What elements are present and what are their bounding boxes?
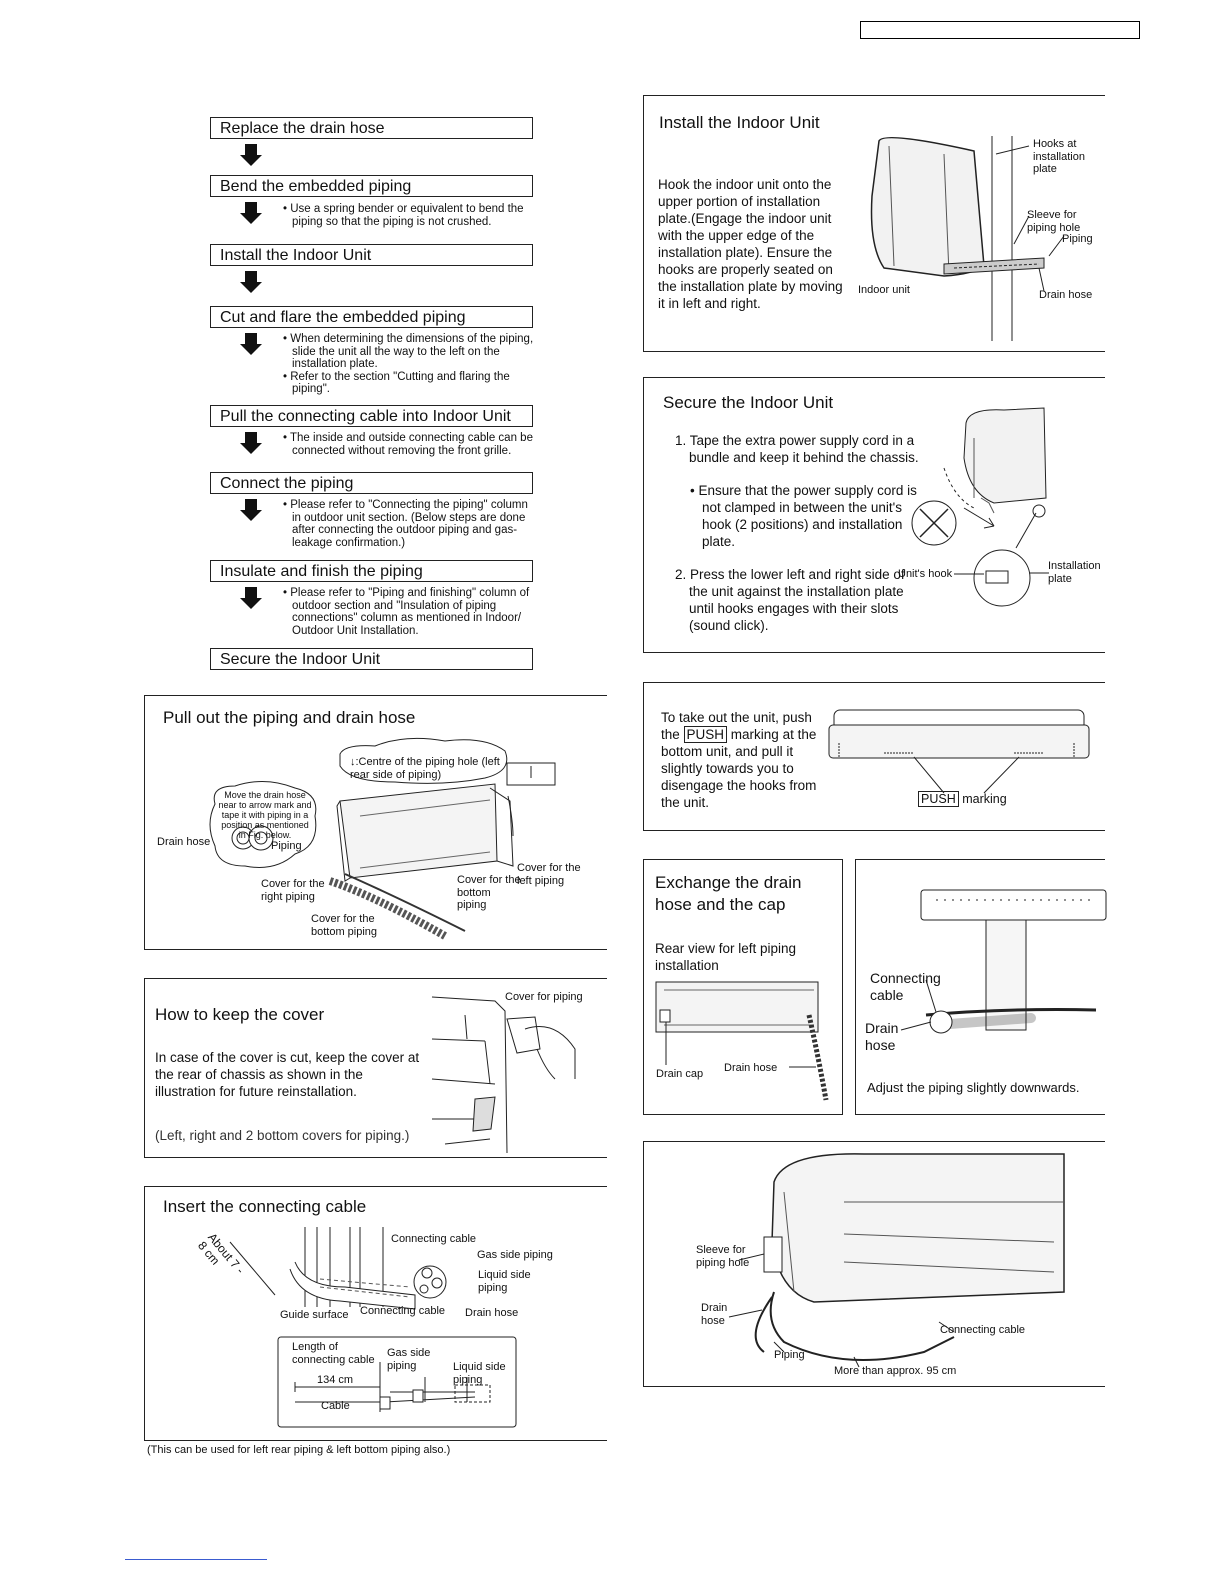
label-piping: Piping [774,1349,805,1361]
label-connecting-cable-top: Connecting cable [391,1233,477,1245]
label-move-hose: Move the drain hose near to arrow mark a… [218,790,312,840]
label-installation-plate: Installation plate [1048,560,1101,585]
label-drain-hose: Drain hose [465,1307,519,1319]
label-drain-cap: Drain cap [656,1068,704,1080]
label-unit-hook: Unit's hook [898,568,953,580]
indoor-unit-side-illustration [870,136,1065,341]
keep-cover-note: (Left, right and 2 bottom covers for pip… [155,1128,410,1143]
flow-step-connect: Connect the piping [210,472,533,494]
flow-step-bend: Bend the embedded piping [210,175,533,197]
panel-title: How to keep the cover [155,1005,325,1024]
label-gas-side-2: Gas side piping [387,1347,431,1372]
label-drain-hose: Drain hose [157,836,211,848]
panel-title: Install the Indoor Unit [659,113,820,132]
note-insulate: • Please refer to "Piping and finishing"… [283,587,530,637]
label-hooks: Hooks at installation plate [1033,138,1085,175]
panel-install: Install the Indoor Unit Hook the indoor … [643,95,1105,352]
down-arrow-icon [240,587,262,609]
note-connect: • Please refer to "Connecting the piping… [283,499,528,549]
label-more-than: More than approx. 95 cm [834,1365,957,1377]
unit-rear-illustration [209,737,556,940]
unit-bottom-illustration [828,709,1090,794]
label-cover-right: Cover for the right piping [261,878,325,903]
flow-step-pull: Pull the connecting cable into Indoor Un… [210,405,533,427]
secure-item-2: 2. Press the lower left and right side o… [675,567,905,633]
adjust-text: Adjust the piping slightly downwards. [867,1080,1080,1095]
down-arrow-icon [240,499,262,521]
panel-title: Secure the Indoor Unit [663,393,834,412]
label-cover-left: Cover for the left piping [517,862,581,887]
panel-final: Sleeve for piping hole Drain hose Piping… [643,1141,1105,1387]
cable-insert-illustration [229,1227,517,1428]
header-box [860,21,1140,39]
panel-title: Exchange the drain hose and the cap [655,873,802,914]
label-cover-piping: Cover for piping [505,991,583,1003]
exchange-subtitle: Rear view for left piping installation [655,941,797,973]
label-liquid-side: Liquid side piping [478,1269,531,1294]
panel-exchange: Exchange the drain hose and the cap Rear… [643,859,843,1115]
label-cover-bottom-2: Cover for the bottom piping [457,874,521,911]
install-text: Hook the indoor unit onto the upper port… [658,177,843,311]
down-arrow-icon [240,271,262,293]
label-sleeve: Sleeve for piping hole [696,1244,750,1269]
panel-pull-out: Pull out the piping and drain hose ↓:Cen… [144,695,607,950]
takeout-text: To take out the unit, push the PUSH mark… [661,710,817,810]
note-bend: • Use a spring bender or equivalent to b… [283,203,524,228]
final-installation-illustration [728,1153,1065,1368]
note-pull: • The inside and outside connecting cabl… [283,432,533,457]
label-connecting-cable: Connecting cable [870,970,941,1003]
label-gas-side: Gas side piping [477,1249,553,1261]
label-connecting-cable-bottom: Connecting cable [360,1305,446,1317]
bottom-link-line [125,1559,267,1560]
flow-step-cut: Cut and flare the embedded piping [210,306,533,328]
label-drain-hose: Drain hose [1039,289,1093,301]
label-drain-hose: Drain hose [865,1020,899,1053]
label-cable: Cable [321,1400,350,1412]
note-cut: • When determining the dimensions of the… [283,333,534,395]
label-cover-bottom-1: Cover for the bottom piping [311,913,378,938]
label-drain-hose: Drain hose [701,1302,728,1327]
label-sleeve: Sleeve for piping hole [1027,209,1081,234]
label-piping: Piping [271,840,302,852]
label-indoor-unit: Indoor unit [858,284,910,296]
secure-unit-illustration [911,407,1049,607]
keep-cover-text: In case of the cover is cut, keep the co… [155,1050,420,1099]
chassis-cover-illustration [431,996,576,1154]
push-marking-label: PUSH marking [918,791,1007,808]
label-liquid-side-2: Liquid side piping [453,1361,506,1386]
label-drain-hose: Drain hose [724,1062,778,1074]
flow-step-insulate: Insulate and finish the piping [210,560,533,582]
panel-title: Pull out the piping and drain hose [163,708,416,727]
down-arrow-icon [240,144,262,166]
flow-step-secure: Secure the Indoor Unit [210,648,533,670]
down-arrow-icon [240,333,262,355]
panel-title: Insert the connecting cable [163,1197,367,1216]
panel-insert-cable: Insert the connecting cable About 7 - 8 … [144,1186,607,1441]
panel-take-out: To take out the unit, push the PUSH mark… [643,682,1105,831]
plate-piping-illustration [900,889,1107,1034]
label-dimension: 134 cm [317,1374,354,1386]
panel-adjust: Connecting cable Drain hose Adjust the p… [855,859,1107,1115]
rear-view-illustration [655,981,829,1101]
insert-footnote: (This can be used for left rear piping &… [147,1444,451,1456]
panel-secure: Secure the Indoor Unit 1. Tape the extra… [643,377,1105,653]
label-length: Length of connecting cable [292,1341,375,1366]
secure-item-1: 1. Tape the extra power supply cord in a… [675,433,919,465]
flow-step-install: Install the Indoor Unit [210,244,533,266]
secure-bullet: • Ensure that the power supply cord is n… [690,483,917,549]
down-arrow-icon [240,432,262,454]
label-centre: ↓:Centre of the piping hole (left rear s… [350,756,500,781]
label-connecting-cable: Connecting cable [940,1324,1026,1336]
panel-keep-cover: How to keep the cover In case of the cov… [144,978,607,1158]
label-piping: Piping [1062,233,1093,245]
down-arrow-icon [240,202,262,224]
flow-step-replace: Replace the drain hose [210,117,533,139]
label-guide-surface: Guide surface [280,1309,349,1321]
